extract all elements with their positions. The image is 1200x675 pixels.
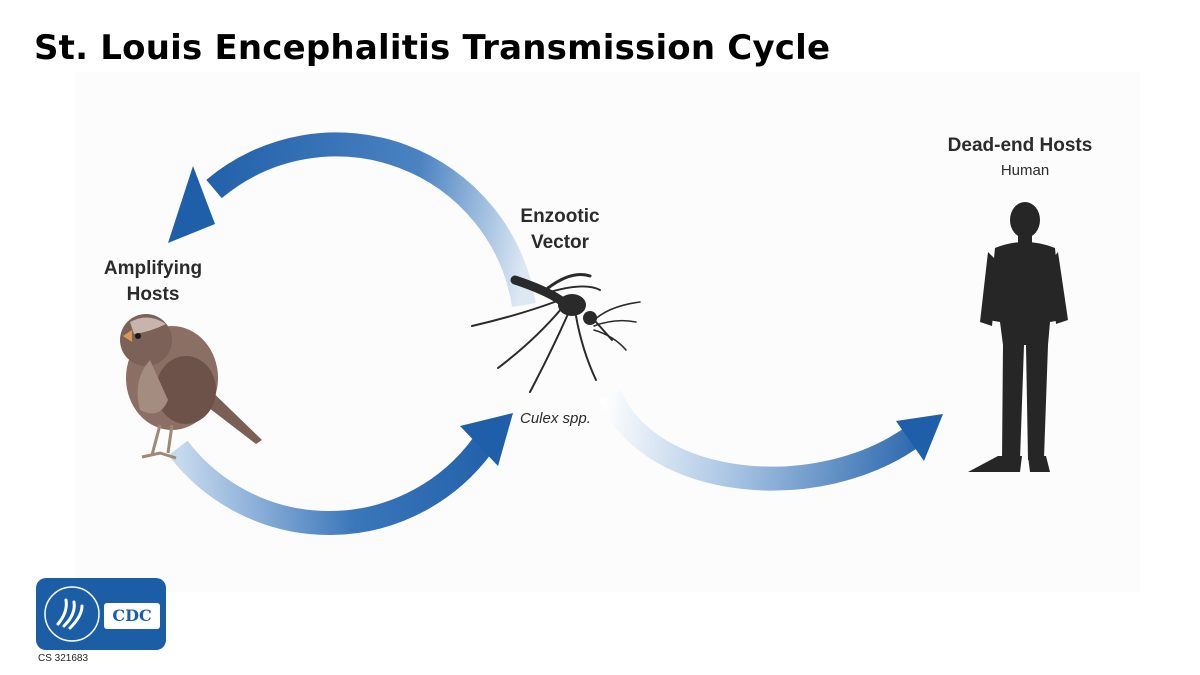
sparrow-icon: [120, 314, 262, 460]
human-silhouette-icon: [968, 202, 1068, 472]
enzootic-vector-line-1: Enzootic: [520, 206, 600, 227]
vector-species-label: Culex spp.: [520, 410, 591, 427]
enzootic-vector-label: Enzootic Vector: [495, 204, 625, 256]
document-code: CS 321683: [38, 653, 89, 664]
enzootic-vector-line-2: Vector: [530, 232, 590, 253]
arrow-to-dead-end-host: [598, 389, 923, 491]
arrow-host-to-vector: [168, 438, 492, 535]
cdc-logo: [36, 578, 166, 650]
arrowhead-to-host: [168, 166, 215, 243]
hhs-eagle-icon: [56, 598, 84, 630]
arrowhead-to-dead-end: [896, 414, 943, 461]
arrow-vector-to-host: [206, 132, 536, 307]
amplifying-hosts-line-1: Amplifying: [103, 258, 203, 279]
dead-end-host-type-label: Human: [1000, 162, 1050, 179]
amplifying-hosts-line-2: Hosts: [126, 284, 180, 305]
arrowhead-to-vector: [460, 413, 513, 466]
mosquito-icon: [471, 273, 641, 393]
dead-end-hosts-label: Dead-end Hosts: [947, 135, 1093, 156]
page-title: St. Louis Encephalitis Transmission Cycl…: [34, 28, 831, 68]
cdc-logo-text: CDC: [104, 603, 160, 629]
amplifying-hosts-label: Amplifying Hosts: [88, 256, 218, 308]
